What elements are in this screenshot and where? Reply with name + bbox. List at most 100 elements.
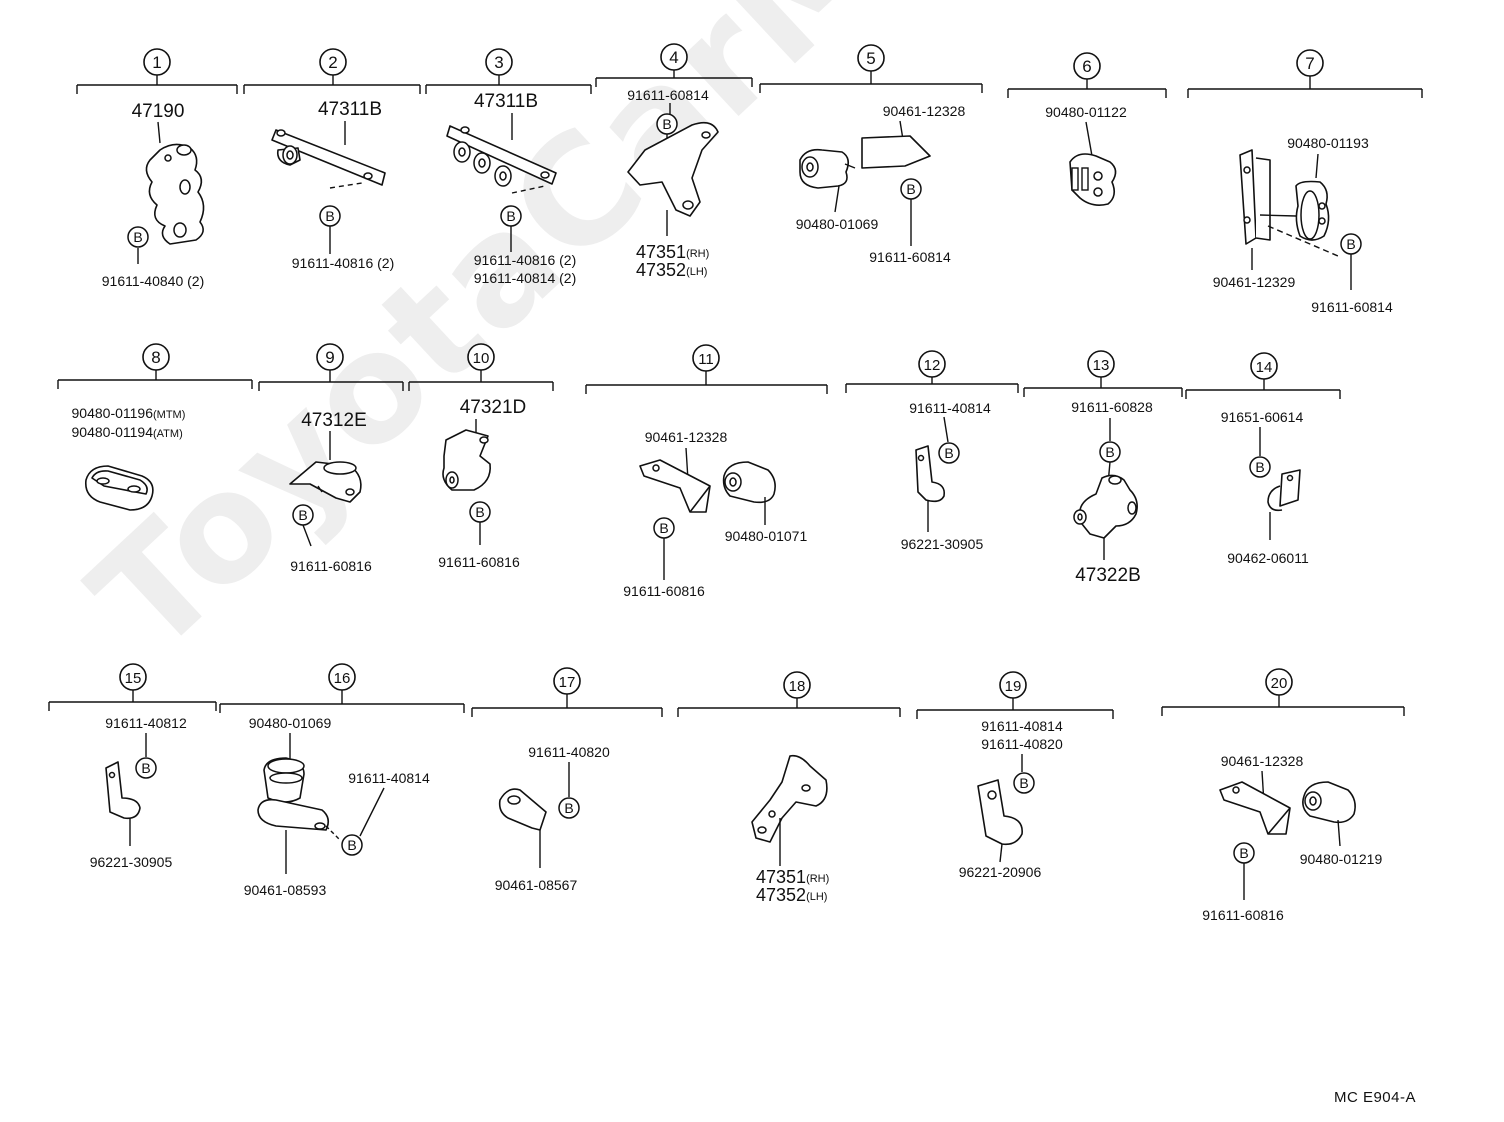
bolt-letter: B xyxy=(133,229,142,245)
group-number: 2 xyxy=(328,53,337,72)
group-number: 12 xyxy=(924,357,941,374)
part-number-label: 90461-12328 xyxy=(1221,753,1304,769)
leader-line xyxy=(999,843,1003,863)
part-hole xyxy=(458,147,466,157)
part-hole xyxy=(345,488,355,496)
part-number-label: 91611-40816 (2) xyxy=(474,252,576,268)
part-hole xyxy=(96,477,110,485)
bolt-circle xyxy=(341,834,363,856)
part-number-label: (MTM) xyxy=(153,409,185,421)
part-number-label: 47351(RH) xyxy=(636,242,709,262)
group-number: 9 xyxy=(325,348,334,367)
bracket-plate xyxy=(446,125,557,185)
part-number-label: 90461-08593 xyxy=(244,882,327,898)
diagram-reference: MC E904-A xyxy=(1316,1089,1416,1106)
part-number-label: 90461-12329 xyxy=(1213,274,1296,290)
reference-code: MC E904-A xyxy=(1333,1089,1416,1106)
part-number-label: 90480-01069 xyxy=(796,216,879,232)
bolt-letter: B xyxy=(1255,459,1264,475)
bracket xyxy=(751,754,828,843)
bolt-symbol: B xyxy=(469,501,491,523)
part-hole xyxy=(1243,216,1251,224)
part-hole xyxy=(449,476,455,484)
part-hole xyxy=(286,150,294,160)
group-number: 7 xyxy=(1305,54,1314,73)
part-hole xyxy=(1232,786,1240,794)
group-number: 15 xyxy=(125,670,142,687)
part-hole xyxy=(499,171,507,181)
dash-line xyxy=(1267,225,1339,257)
bolt-letter: B xyxy=(347,837,356,853)
group-header: 18 xyxy=(677,671,901,717)
leader-line xyxy=(317,485,323,493)
part-number-label: 90461-12328 xyxy=(883,103,966,119)
part-hole xyxy=(1108,475,1122,485)
part-number-label: 90480-01122 xyxy=(1045,104,1127,120)
part-hole xyxy=(801,784,811,792)
group-header: 16 xyxy=(219,663,465,713)
part-number-label: 47311B xyxy=(474,91,538,112)
part-hole xyxy=(1309,796,1317,806)
bracket-side xyxy=(1255,157,1271,241)
bolt-letter: B xyxy=(141,760,150,776)
part-number-label: 90480-01069 xyxy=(249,715,332,731)
bolt-letter: B xyxy=(298,507,307,523)
part-number-label: (ATM) xyxy=(153,428,183,440)
part-hole xyxy=(1286,474,1294,482)
bolt-symbol: B xyxy=(1099,441,1121,463)
part-outline xyxy=(1267,807,1291,835)
part-hole xyxy=(108,771,116,779)
bolt-letter: B xyxy=(1239,845,1248,861)
part-hole xyxy=(1318,202,1326,210)
group-header: 20 xyxy=(1161,668,1405,716)
rubber-cushion xyxy=(722,461,776,504)
part-number-label: 47190 xyxy=(132,101,185,122)
part-number-label: 91611-60816 xyxy=(623,583,705,599)
bolt-symbol: B xyxy=(1340,233,1362,255)
group-number: 17 xyxy=(559,674,576,691)
part-hole xyxy=(1093,187,1103,197)
part-hole xyxy=(768,810,776,818)
part-number-label: 91611-40814 xyxy=(909,400,991,416)
leader-line xyxy=(1315,153,1319,179)
part-hole xyxy=(269,772,303,784)
group-header: 12 xyxy=(845,350,1019,393)
part-number-label: 47351(RH) xyxy=(756,867,829,887)
part-hole xyxy=(1077,513,1083,521)
bolt-symbol: B xyxy=(319,205,341,227)
group-number: 16 xyxy=(334,670,351,687)
part-hole xyxy=(917,454,925,462)
bolt-letter: B xyxy=(662,116,671,132)
part-number-label: 91611-60814 xyxy=(1311,299,1393,315)
bolt-symbol: B xyxy=(900,178,922,200)
clip xyxy=(498,788,547,831)
part-number-label: 96221-20906 xyxy=(959,864,1042,880)
bolt-circle xyxy=(938,442,960,464)
group-header: 8 xyxy=(57,343,253,389)
bolt-symbol: B xyxy=(558,797,580,819)
part-number-label: 91611-40814 xyxy=(348,770,430,786)
bolt-circle xyxy=(135,757,157,779)
clip-slot xyxy=(1071,167,1079,191)
group-number: 11 xyxy=(698,351,714,368)
leader-line xyxy=(834,185,840,213)
part-number-label: 47321D xyxy=(460,397,527,418)
leader-line xyxy=(1337,819,1341,847)
bracket-plate xyxy=(271,129,386,186)
part-hole xyxy=(479,436,489,444)
dash-line xyxy=(511,185,546,194)
group-header: 11 xyxy=(585,344,828,394)
bolt-symbol: B xyxy=(127,226,149,248)
part-number-label: 96221-30905 xyxy=(90,854,173,870)
